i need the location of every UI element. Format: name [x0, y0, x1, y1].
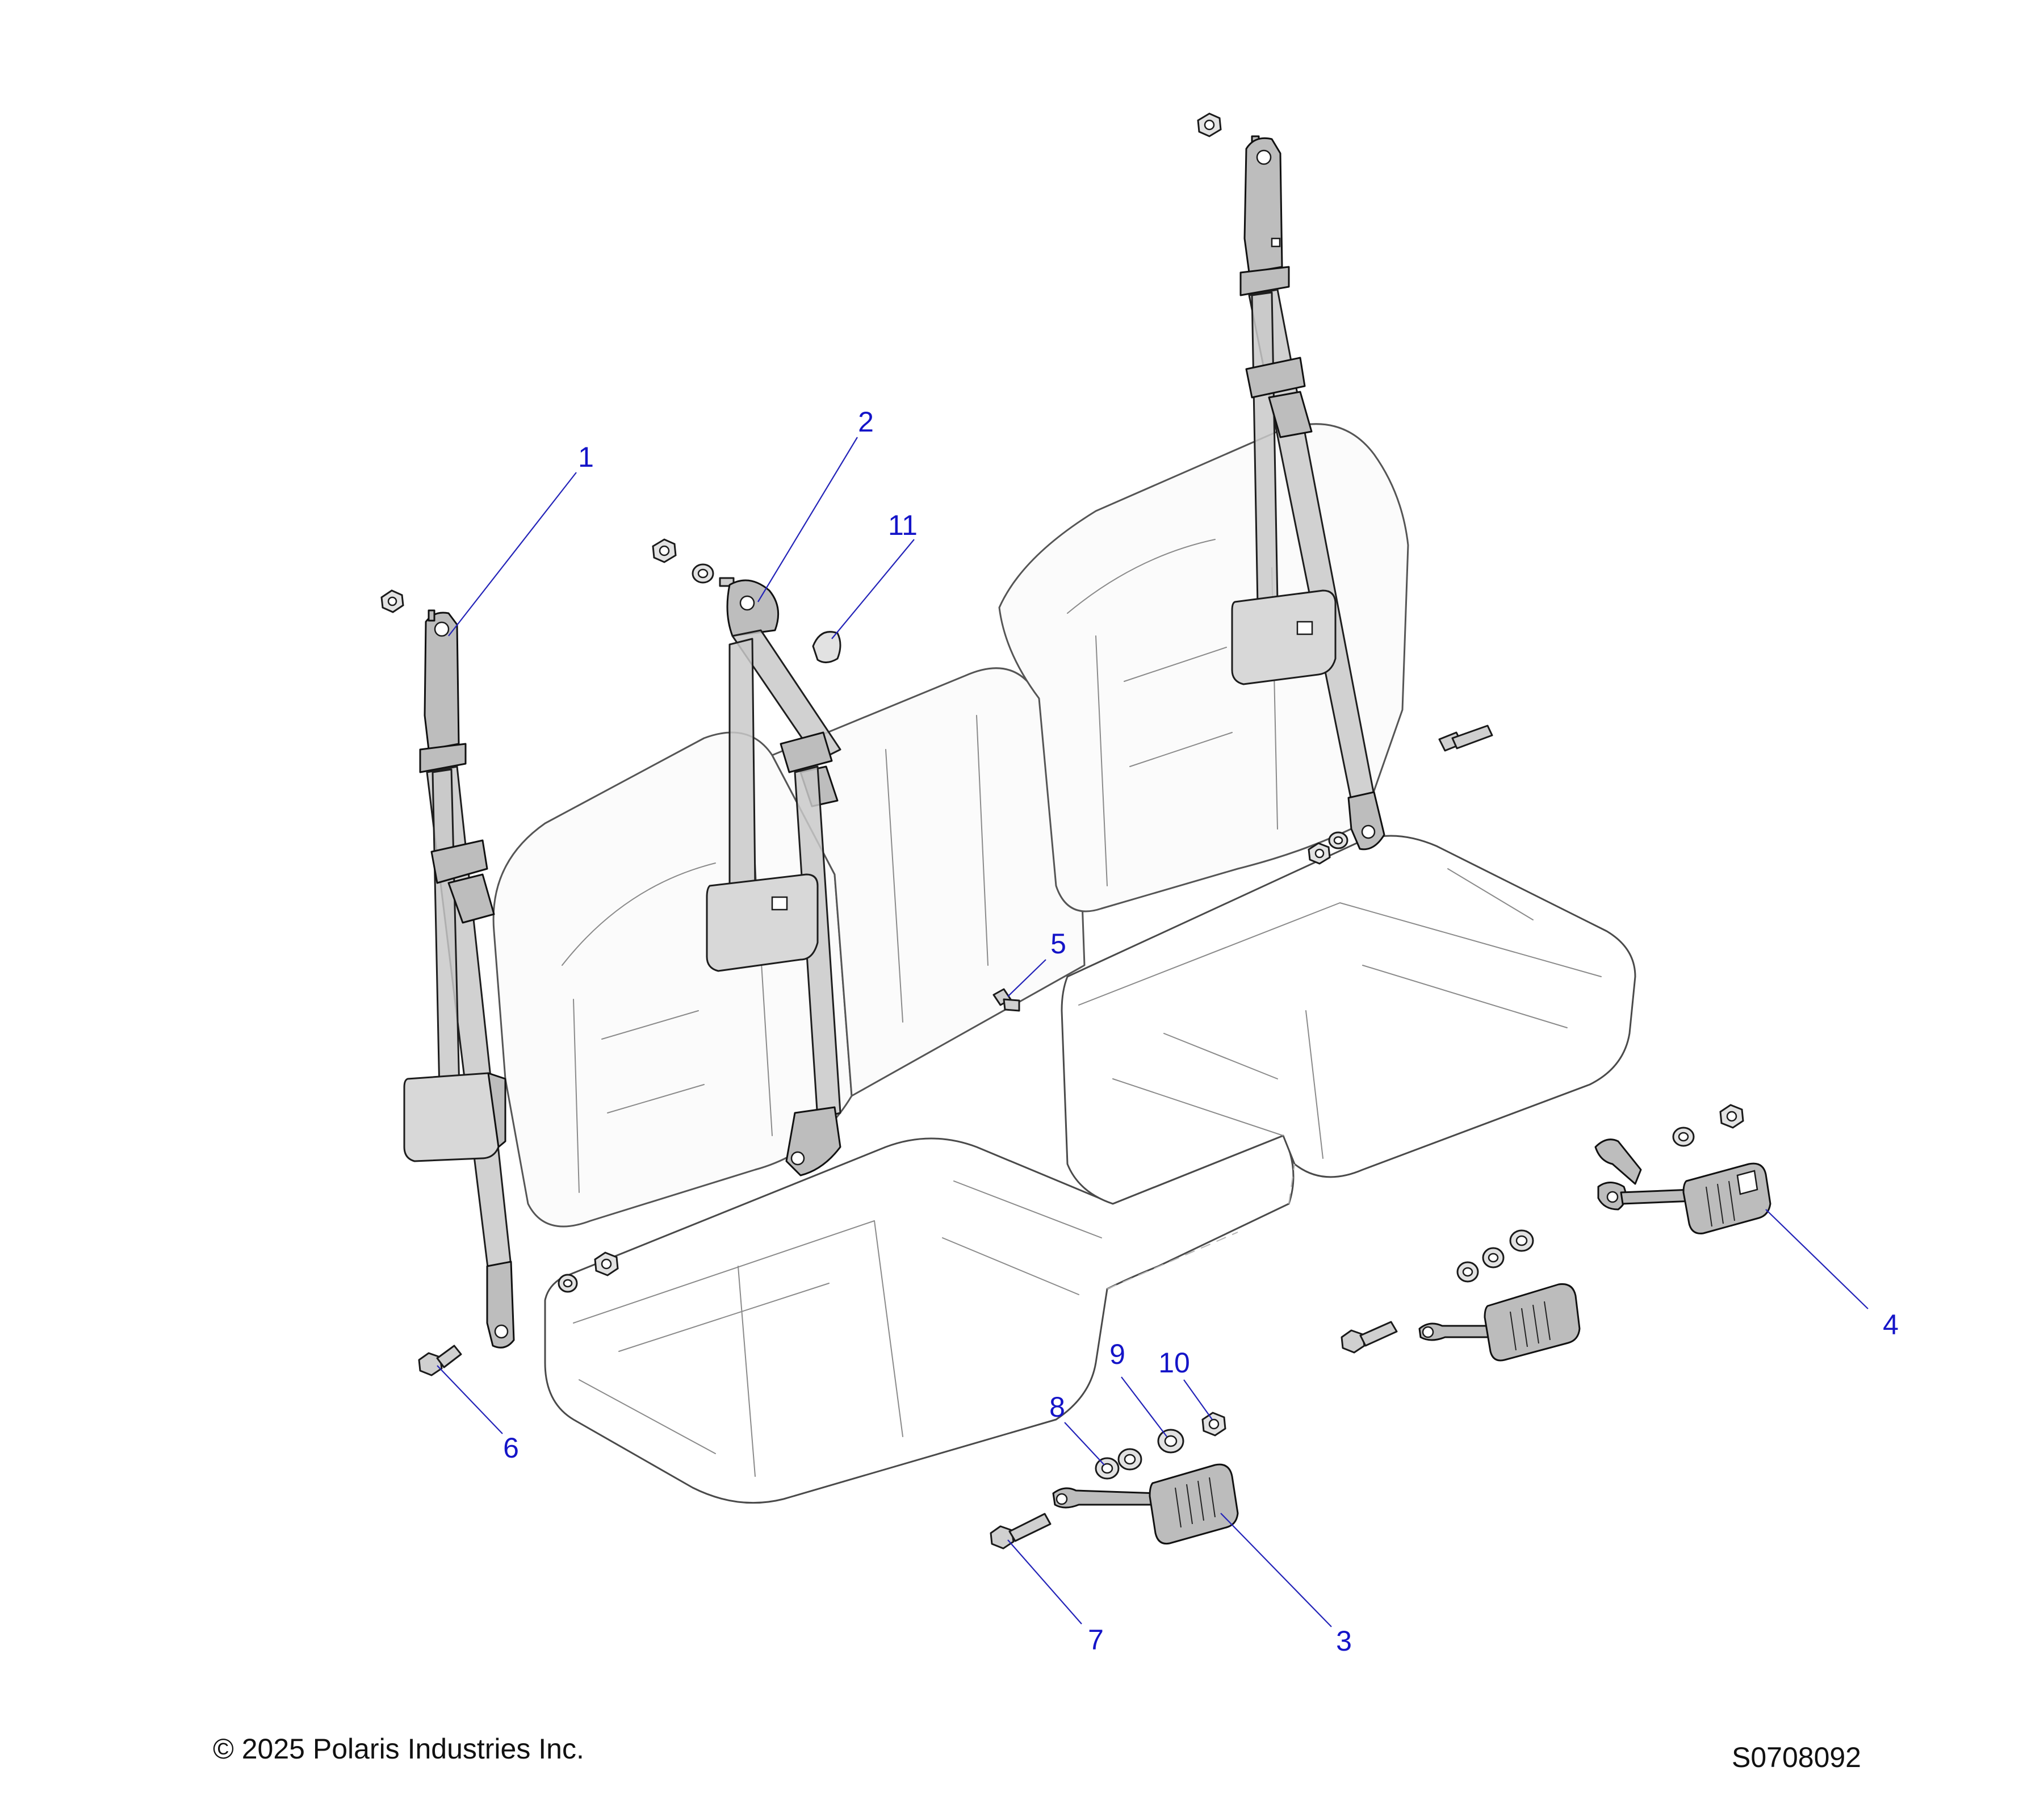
callout-2: 2 — [858, 406, 874, 438]
washer — [558, 1274, 578, 1293]
hex-nut — [1197, 112, 1222, 137]
bench-seat — [492, 423, 1636, 1504]
seat-cushion-left-detail — [573, 1180, 1102, 1477]
seat-belt-right — [1197, 112, 1493, 865]
leader-line-7 — [1007, 1539, 1082, 1625]
callout-11: 11 — [888, 509, 918, 541]
hex-nut — [1308, 842, 1331, 865]
buckle-assembly-right — [1341, 1104, 1771, 1362]
lower-anchor-plate — [785, 1106, 841, 1177]
latch-plate — [430, 839, 488, 884]
leader-line-3 — [1220, 1513, 1332, 1627]
flange-bolt — [418, 1345, 462, 1376]
lower-anchor-plate — [1347, 791, 1385, 851]
leader-lines — [437, 437, 1869, 1627]
belt-retractor — [706, 873, 819, 972]
callout-7: 7 — [1088, 1624, 1104, 1656]
belt-webbing — [731, 629, 841, 762]
belt-webbing — [728, 638, 756, 893]
plug-cap — [812, 631, 841, 663]
leader-line-5 — [1007, 959, 1046, 997]
seat-back-detail — [562, 539, 1278, 1193]
webbing-guide — [1239, 266, 1290, 296]
seat-belt-buckle — [1149, 1463, 1239, 1545]
seat-belt-middle — [652, 538, 841, 1177]
seat-belt-left — [380, 589, 515, 1349]
washer — [1328, 831, 1348, 849]
spacer — [1157, 1429, 1184, 1454]
flange-bolt — [1438, 725, 1493, 752]
callout-9: 9 — [1109, 1338, 1125, 1370]
callout-1: 1 — [578, 441, 594, 473]
seat-cushion-right — [1061, 835, 1636, 1205]
lower-anchor-plate — [486, 1261, 515, 1349]
latch-plate — [1245, 357, 1306, 399]
leader-line-9 — [1121, 1376, 1167, 1437]
callout-6: 6 — [503, 1432, 519, 1464]
belt-retractor — [1231, 589, 1337, 685]
leader-line-1 — [448, 472, 577, 637]
leader-line-4 — [1765, 1209, 1869, 1309]
washer — [1456, 1261, 1479, 1283]
seat-belt-buckle — [1484, 1283, 1581, 1362]
hex-nut — [594, 1251, 619, 1276]
hex-nut — [1201, 1412, 1226, 1437]
webbing-guide — [419, 743, 467, 773]
callout-10: 10 — [1158, 1347, 1190, 1379]
leader-line-6 — [437, 1365, 503, 1434]
callout-5: 5 — [1050, 928, 1066, 960]
washer — [1482, 1247, 1505, 1268]
leader-line-11 — [831, 539, 915, 639]
washer — [1117, 1448, 1142, 1471]
buckle-bracket — [1594, 1138, 1642, 1185]
copyright-notice: © 2025 Polaris Industries Inc. — [213, 1733, 584, 1765]
latch-plate — [780, 731, 833, 773]
flange-bolt — [1341, 1321, 1398, 1354]
leader-line-10 — [1183, 1379, 1213, 1420]
buckle-release-button — [1736, 1170, 1758, 1195]
hex-nut — [380, 589, 404, 613]
callout-3: 3 — [1336, 1625, 1352, 1657]
callout-8: 8 — [1049, 1391, 1065, 1423]
belt-retractor — [403, 1072, 501, 1162]
callout-4: 4 — [1883, 1309, 1899, 1341]
d-ring — [726, 579, 780, 637]
washer — [692, 563, 714, 584]
buckle-assembly-center — [990, 1412, 1239, 1550]
push-clip — [992, 988, 1020, 1012]
buckle-stalk — [1052, 1487, 1162, 1509]
diagram-id: S0708092 — [1731, 1741, 1861, 1773]
seat-ghost-outline — [1107, 1163, 1295, 1290]
leader-line-8 — [1064, 1422, 1105, 1466]
seat-belt-buckle — [1682, 1162, 1771, 1234]
washer — [1672, 1127, 1695, 1147]
flange-bolt — [990, 1513, 1052, 1550]
seat-cushion-right-detail — [1078, 868, 1602, 1159]
spacer — [1509, 1229, 1534, 1252]
leader-line-2 — [757, 437, 858, 602]
washer — [1095, 1457, 1120, 1480]
hex-nut — [1719, 1104, 1744, 1129]
hex-nut — [652, 538, 677, 563]
